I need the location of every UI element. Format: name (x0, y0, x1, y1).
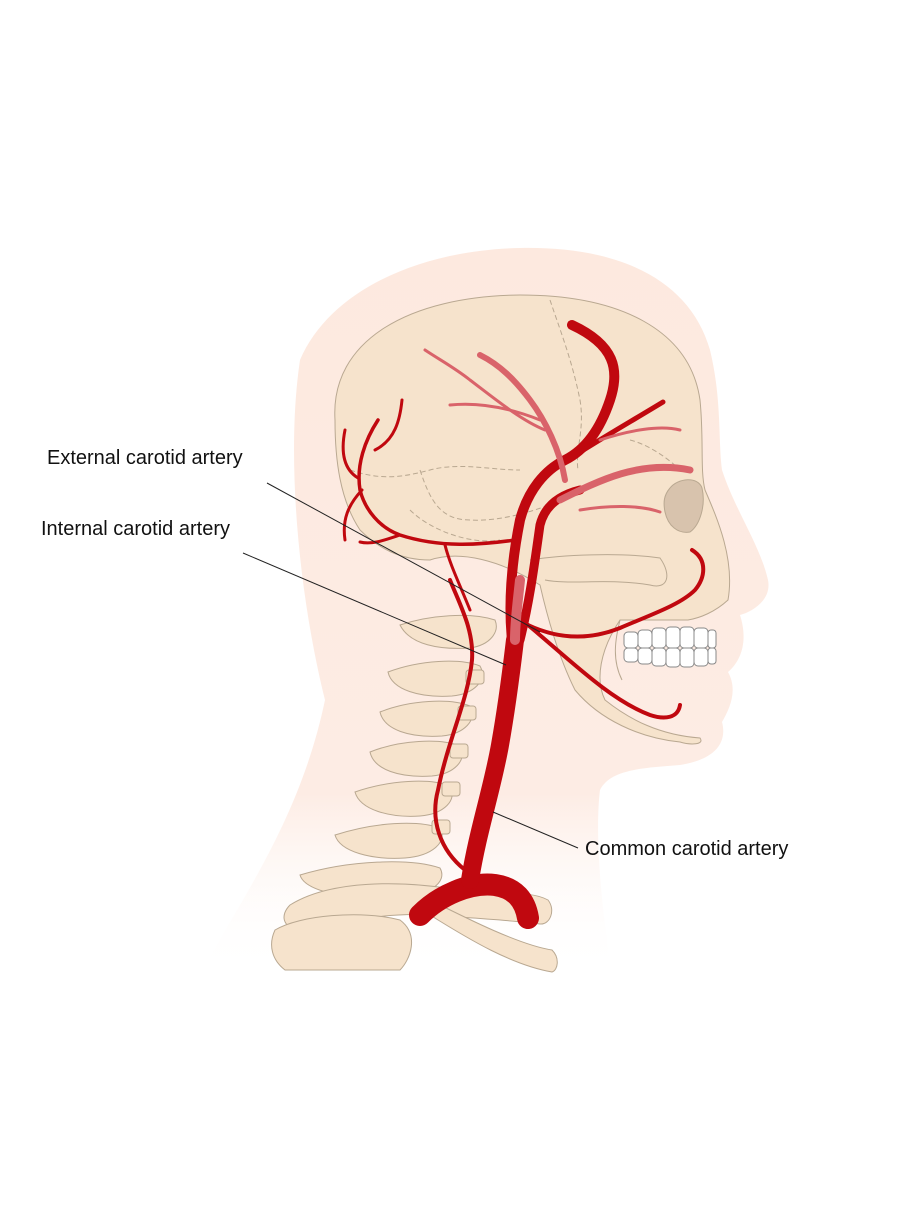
common-carotid-label: Common carotid artery (585, 838, 788, 860)
external-leader-line (266, 482, 541, 633)
arteries (341, 320, 706, 929)
vertebral-artery (433, 578, 475, 872)
skull (334, 294, 731, 745)
internal-leader-line (242, 552, 507, 666)
common-carotid-artery (461, 631, 524, 889)
aortic-arch (409, 873, 539, 929)
orbit (663, 479, 704, 533)
common-leader-line (492, 811, 579, 849)
internal-carotid-label: Internal carotid artery (41, 518, 230, 540)
external-carotid-label: External carotid artery (47, 447, 243, 469)
teeth (623, 626, 717, 668)
